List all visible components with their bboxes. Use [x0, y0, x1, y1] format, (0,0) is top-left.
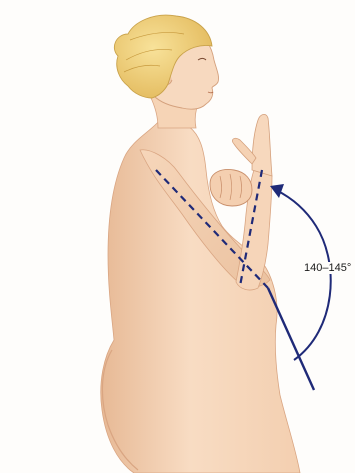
hand	[252, 114, 272, 176]
fist	[210, 170, 252, 206]
angle-label: 140–145°	[303, 262, 352, 274]
curved-arrow-icon	[270, 184, 284, 198]
angle-arc	[276, 190, 331, 360]
